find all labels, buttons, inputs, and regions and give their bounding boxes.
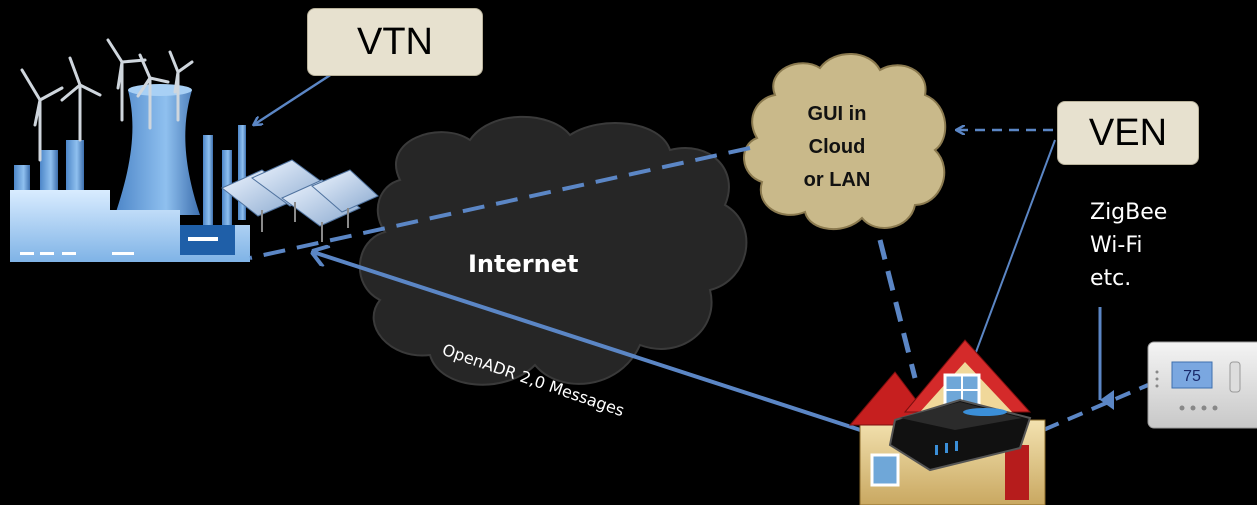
gui-cloud [743,53,947,231]
vtn-pointer-arrow [255,68,339,124]
gui-line-3: or LAN [803,169,871,191]
openadr-messages-arrow [313,252,885,438]
protocol-wifi: Wi-Fi [1090,233,1143,258]
protocol-zigbee: ZigBee [1090,200,1168,225]
gui-cloud-label: GUI in Cloud or LAN [782,98,892,197]
house-to-thermostat-dashed-line [1019,383,1149,442]
protocols-label: ZigBee Wi-Fi etc. [1090,196,1167,295]
connectors [249,68,1149,442]
vtn-label-box: VTN [307,8,483,76]
internet-label: Internet [468,250,579,278]
gateway-device-icon [888,398,1032,472]
power-plant-icon [10,38,379,262]
ven-label-box: VEN [1057,101,1199,165]
thermostat-display: 75 [1183,368,1201,385]
thermostat-icon: 75 [1147,341,1257,429]
gui-to-house-dashed-line [877,239,918,379]
gui-line-1: GUI in [807,103,867,125]
vtn-label: VTN [357,20,433,63]
solar-panels-icon [221,159,379,242]
ven-label: VEN [1088,111,1168,154]
gui-line-2: Cloud [808,136,866,158]
protocol-etc: etc. [1090,266,1132,291]
gui-to-plant-dashed-line [249,146,751,260]
